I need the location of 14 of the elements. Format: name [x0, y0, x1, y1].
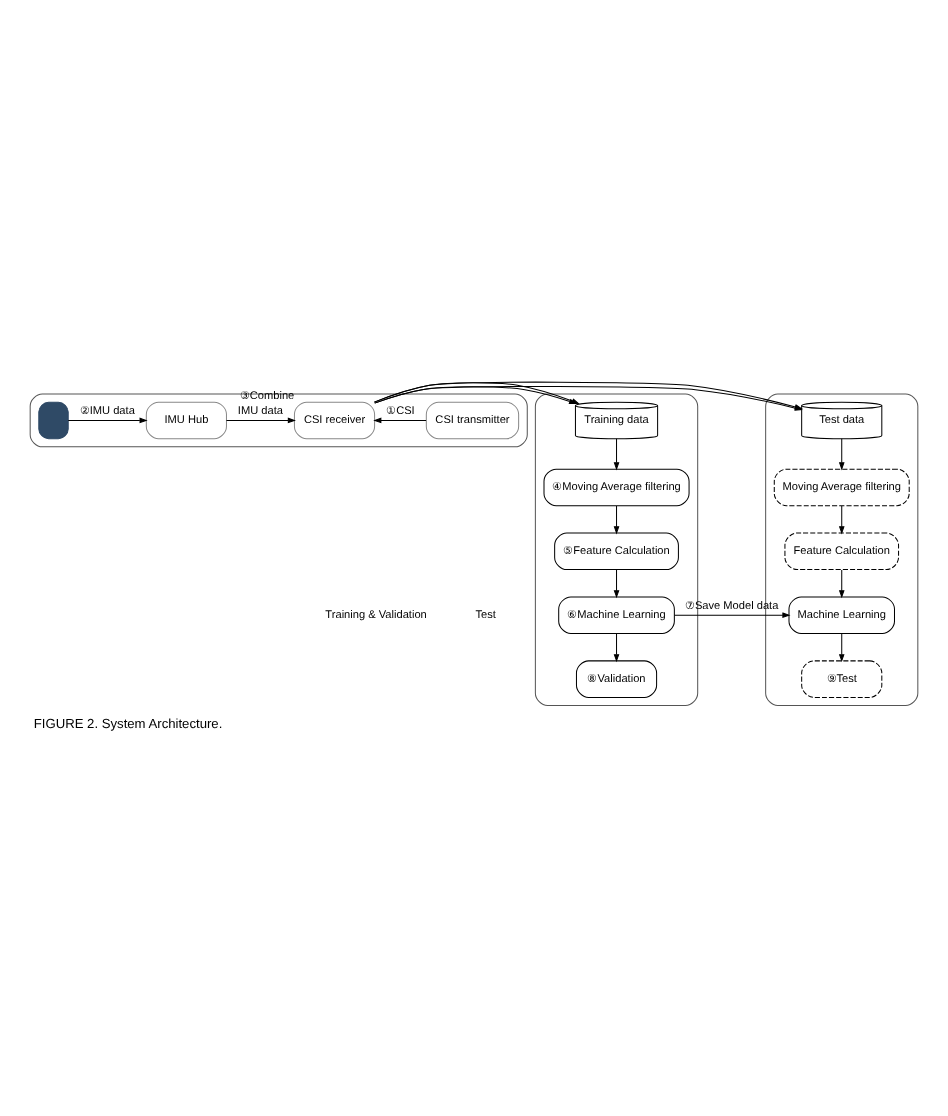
arrow: [838, 504, 845, 534]
arrow: [613, 568, 620, 598]
arrow: [67, 416, 148, 423]
arrow: [838, 632, 845, 662]
node-box: [38, 400, 69, 439]
arrow: [373, 416, 427, 423]
arrow: [613, 504, 620, 534]
cluster: [29, 392, 528, 447]
arrow: [838, 568, 845, 598]
arrow: [674, 611, 791, 618]
arrow: [613, 437, 620, 470]
arrow: [613, 632, 620, 662]
arrow: [225, 416, 296, 423]
arrow: [838, 437, 845, 470]
